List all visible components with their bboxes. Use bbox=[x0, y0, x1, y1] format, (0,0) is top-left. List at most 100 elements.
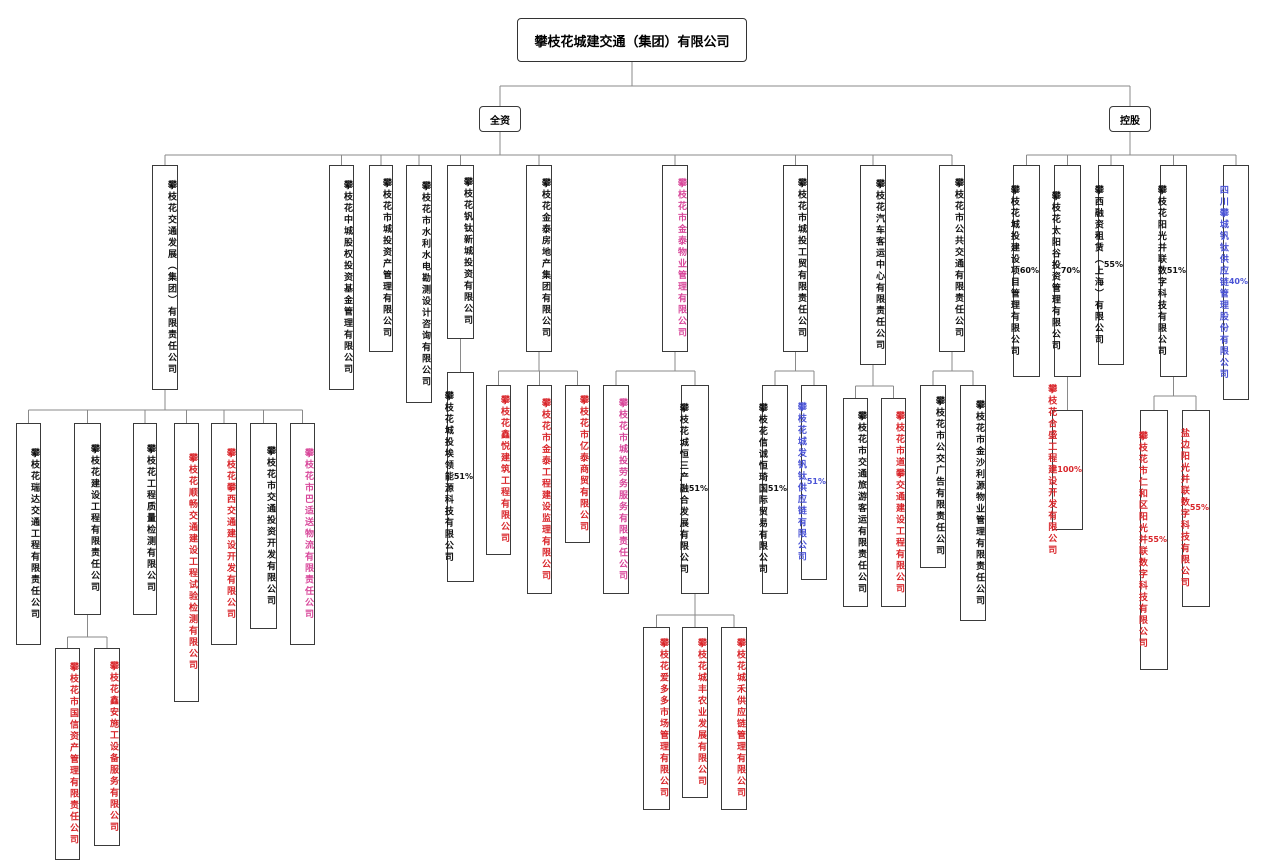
org-node-n10[interactable]: 攀枝花市公共交通有限责任公司 bbox=[939, 165, 965, 352]
company-name: 攀枝花市公交广告有限责任公司 bbox=[934, 396, 944, 557]
org-node-n13[interactable]: 55%攀西融资租赁（上海）有限公司 bbox=[1093, 165, 1124, 365]
org-node-n14[interactable]: 51%攀枝花阳光并联数字科技有限公司 bbox=[1156, 165, 1187, 377]
group-hold-label: 控股 bbox=[1120, 115, 1140, 127]
company-name: 攀枝花市金泰物业管理有限公司 bbox=[676, 178, 686, 339]
org-node-n1[interactable]: 攀枝花交通发展（集团）有限责任公司 bbox=[152, 165, 178, 390]
org-node-c8[interactable]: 51%攀枝花城投埃领能源科技有限公司 bbox=[443, 372, 474, 582]
org-node-n6[interactable]: 攀枝花金泰房地产集团有限公司 bbox=[526, 165, 552, 352]
ownership-percent: 51% bbox=[688, 484, 708, 493]
org-node-n9[interactable]: 攀枝花汽车客运中心有限责任公司 bbox=[860, 165, 886, 365]
org-node-n7[interactable]: 攀枝花市金泰物业管理有限公司 bbox=[662, 165, 688, 352]
org-node-g1[interactable]: 攀枝花市国信资产管理有限责任公司 bbox=[55, 648, 80, 860]
ownership-percent: 55% bbox=[1189, 503, 1209, 512]
ownership-percent: 51% bbox=[767, 484, 787, 493]
ownership-percent: 60% bbox=[1019, 265, 1039, 275]
org-node-c2[interactable]: 攀枝花建设工程有限责任公司 bbox=[74, 423, 101, 615]
group-full-label: 全资 bbox=[490, 115, 510, 127]
company-name: 攀枝花信诚恒琦国际贸易有限公司 bbox=[756, 403, 767, 576]
company-name: 攀枝花城恒三产融合发展有限公司 bbox=[677, 403, 688, 576]
company-name: 攀枝花市巴适送物流有限责任公司 bbox=[303, 447, 313, 621]
ownership-percent: 55% bbox=[1103, 259, 1123, 269]
org-node-c19[interactable]: 攀枝花市金沙利源物业管理有限责任公司 bbox=[960, 385, 986, 621]
org-node-c5[interactable]: 攀枝花攀西交通建设开发有限公司 bbox=[211, 423, 237, 645]
org-node-g4[interactable]: 攀枝花城丰农业发展有限公司 bbox=[682, 627, 708, 798]
company-name: 盐边阳光并联数字科技有限公司 bbox=[1178, 428, 1189, 589]
org-node-n5[interactable]: 攀枝花钒钛新城投资有限公司 bbox=[447, 165, 474, 339]
org-node-c3[interactable]: 攀枝花工程质量检测有限公司 bbox=[133, 423, 157, 615]
org-node-c12[interactable]: 攀枝花市城投劳务服务有限责任公司 bbox=[603, 385, 629, 594]
root-label: 攀枝花城建交通（集团）有限公司 bbox=[534, 34, 730, 50]
org-node-c13[interactable]: 51%攀枝花城恒三产融合发展有限公司 bbox=[678, 385, 709, 594]
ownership-percent: 51% bbox=[1166, 265, 1186, 275]
org-node-c15[interactable]: 51%攀枝花城发钒钛供应链有限公司 bbox=[796, 385, 827, 580]
ownership-percent: 100% bbox=[1057, 464, 1082, 474]
group-holding[interactable]: 控股 bbox=[1109, 106, 1151, 132]
company-name: 攀枝花市公共交通有限责任公司 bbox=[953, 178, 963, 339]
company-name: 攀枝花攀西交通建设开发有限公司 bbox=[225, 447, 235, 621]
org-node-c14[interactable]: 51%攀枝花信诚恒琦国际贸易有限公司 bbox=[757, 385, 788, 594]
org-node-n4[interactable]: 攀枝花市水利水电勘测设计咨询有限公司 bbox=[406, 165, 432, 403]
company-name: 攀枝花市仁和区阳光并联数字科技有限公司 bbox=[1136, 430, 1147, 650]
org-node-c9[interactable]: 攀枝花鑫悦建筑工程有限公司 bbox=[486, 385, 511, 555]
company-name: 攀枝花市城投工贸有限责任公司 bbox=[796, 178, 806, 339]
org-node-g2[interactable]: 攀枝花鑫安施工设备服务有限公司 bbox=[94, 648, 120, 846]
company-name: 攀枝花合盛工程建设开发有限公司 bbox=[1046, 383, 1057, 557]
company-name: 攀枝花城丰农业发展有限公司 bbox=[696, 637, 706, 788]
org-node-c4[interactable]: 攀枝花顺畅交通建设工程试验检测有限公司 bbox=[174, 423, 199, 702]
company-name: 攀枝花交通发展（集团）有限责任公司 bbox=[166, 179, 176, 376]
org-node-c10[interactable]: 攀枝花市金泰工程建设监理有限公司 bbox=[527, 385, 552, 594]
company-name: 攀枝花市金沙利源物业管理有限责任公司 bbox=[974, 399, 984, 607]
company-name: 攀枝花城禾供应链管理有限公司 bbox=[735, 638, 745, 799]
ownership-percent: 70% bbox=[1060, 265, 1080, 275]
org-node-n15[interactable]: 40%四川攀城钒钛供应链管理股份有限公司 bbox=[1218, 165, 1249, 400]
company-name: 攀枝花鑫安施工设备服务有限公司 bbox=[108, 660, 118, 834]
org-node-c21[interactable]: 55%攀枝花市仁和区阳光并联数字科技有限公司 bbox=[1137, 410, 1168, 670]
company-name: 攀枝花城发钒钛供应链有限公司 bbox=[795, 402, 806, 563]
org-node-c16[interactable]: 攀枝花市交通旅游客运有限责任公司 bbox=[843, 398, 868, 607]
org-node-n3[interactable]: 攀枝花市城投资产管理有限公司 bbox=[369, 165, 393, 352]
org-node-c1[interactable]: 攀枝花瑞达交通工程有限责任公司 bbox=[16, 423, 41, 645]
group-full-ownership[interactable]: 全资 bbox=[479, 106, 521, 132]
company-name: 攀枝花城投埃领能源科技有限公司 bbox=[442, 390, 453, 564]
org-node-c6[interactable]: 攀枝花市交通投资开发有限公司 bbox=[250, 423, 277, 629]
org-node-g3[interactable]: 攀枝花爱多多市场管理有限公司 bbox=[643, 627, 670, 810]
company-name: 攀枝花阳光并联数字科技有限公司 bbox=[1155, 184, 1166, 358]
ownership-percent: 55% bbox=[1147, 534, 1167, 544]
company-name: 攀枝花市城投资产管理有限公司 bbox=[381, 178, 391, 339]
org-node-c11[interactable]: 攀枝花市亿泰商贸有限公司 bbox=[565, 385, 590, 543]
company-name: 攀枝花市交通旅游客运有限责任公司 bbox=[856, 410, 866, 595]
company-name: 攀枝花市亿泰商贸有限公司 bbox=[578, 395, 588, 533]
company-name: 攀枝花市城投劳务服务有限责任公司 bbox=[617, 397, 627, 582]
company-name: 攀枝花建设工程有限责任公司 bbox=[89, 444, 99, 594]
company-name: 攀枝花汽车客运中心有限责任公司 bbox=[874, 178, 884, 352]
org-node-n2[interactable]: 攀枝花中城股权投资基金管理有限公司 bbox=[329, 165, 354, 390]
org-node-n11[interactable]: 60%攀枝花城投建设项目管理有限公司 bbox=[1009, 165, 1040, 377]
ownership-percent: 51% bbox=[806, 477, 826, 486]
company-name: 攀枝花市水利水电勘测设计咨询有限公司 bbox=[420, 180, 430, 388]
company-name: 攀枝花爱多多市场管理有限公司 bbox=[658, 638, 668, 799]
company-name: 攀枝花市交通投资开发有限公司 bbox=[265, 445, 275, 607]
company-name: 攀枝花瑞达交通工程有限责任公司 bbox=[29, 447, 39, 621]
ownership-percent: 51% bbox=[453, 471, 473, 481]
org-node-c7[interactable]: 攀枝花市巴适送物流有限责任公司 bbox=[290, 423, 315, 645]
company-name: 攀枝花市国信资产管理有限责任公司 bbox=[68, 662, 78, 846]
company-name: 攀枝花城投建设项目管理有限公司 bbox=[1008, 184, 1019, 358]
org-node-n8[interactable]: 攀枝花市城投工贸有限责任公司 bbox=[783, 165, 808, 352]
org-node-c20[interactable]: 100%攀枝花合盛工程建设开发有限公司 bbox=[1046, 384, 1083, 556]
org-node-n12[interactable]: 70%攀枝花太阳谷投资管理有限公司 bbox=[1050, 165, 1081, 377]
company-name: 攀枝花金泰房地产集团有限公司 bbox=[540, 178, 550, 339]
company-name: 四川攀城钒钛供应链管理股份有限公司 bbox=[1217, 184, 1228, 381]
ownership-percent: 40% bbox=[1228, 277, 1248, 286]
company-name: 攀枝花工程质量检测有限公司 bbox=[145, 444, 155, 594]
org-node-c17[interactable]: 攀枝花市道攀交通建设工程有限公司 bbox=[881, 398, 906, 607]
root-company[interactable]: 攀枝花城建交通（集团）有限公司 bbox=[517, 18, 747, 62]
company-name: 攀枝花中城股权投资基金管理有限公司 bbox=[342, 179, 352, 376]
org-node-c22[interactable]: 55%盐边阳光并联数字科技有限公司 bbox=[1179, 410, 1210, 607]
company-name: 攀枝花鑫悦建筑工程有限公司 bbox=[499, 395, 509, 545]
org-node-c18[interactable]: 攀枝花市公交广告有限责任公司 bbox=[920, 385, 946, 568]
company-name: 攀枝花顺畅交通建设工程试验检测有限公司 bbox=[187, 453, 197, 672]
org-node-g5[interactable]: 攀枝花城禾供应链管理有限公司 bbox=[721, 627, 747, 810]
company-name: 攀枝花市道攀交通建设工程有限公司 bbox=[894, 410, 904, 595]
